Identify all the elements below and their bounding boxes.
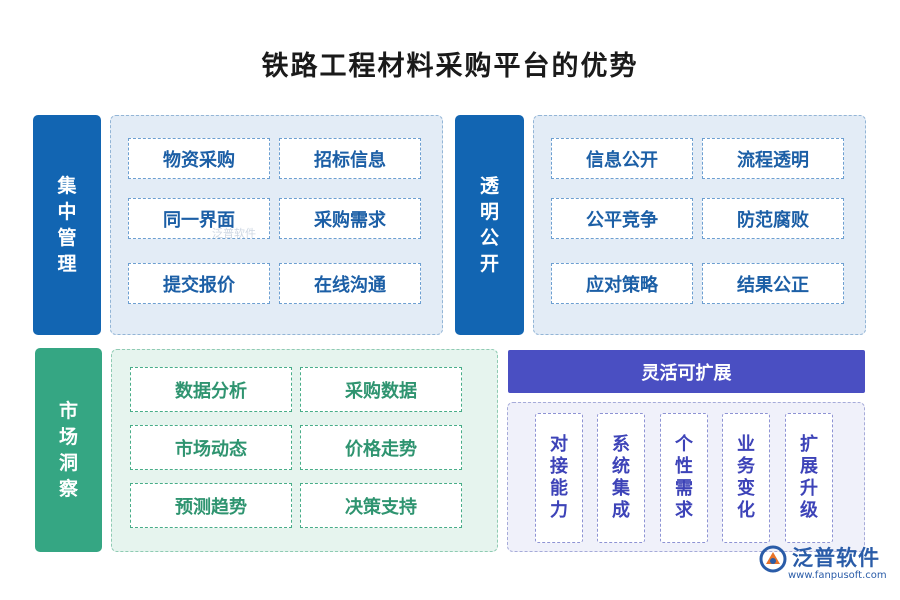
item-transparent-2: 流程透明	[702, 138, 844, 179]
logo-name: 泛普软件	[792, 546, 880, 570]
item-transparent-4: 防范腐败	[702, 198, 844, 239]
item-centralized-4: 采购需求	[279, 198, 421, 239]
item-market-2: 采购数据	[300, 367, 462, 412]
logo-icon	[759, 545, 787, 573]
item-transparent-3: 公平竞争	[551, 198, 693, 239]
section-label-centralized: 集中管理	[33, 115, 101, 335]
item-centralized-2: 招标信息	[279, 138, 421, 179]
watermark: 泛普软件	[212, 227, 256, 240]
item-centralized-3: 同一界面	[128, 198, 270, 239]
item-extensible-2: 系统集成	[597, 413, 645, 543]
logo-url: www.fanpusoft.com	[788, 570, 887, 581]
item-transparent-6: 结果公正	[702, 263, 844, 304]
item-market-4: 价格走势	[300, 425, 462, 470]
item-extensible-5: 扩展升级	[785, 413, 833, 543]
item-market-6: 决策支持	[300, 483, 462, 528]
item-extensible-3: 个性需求	[660, 413, 708, 543]
item-extensible-4: 业务变化	[722, 413, 770, 543]
section-label-extensible: 灵活可扩展	[508, 350, 865, 393]
item-transparent-5: 应对策略	[551, 263, 693, 304]
brand-logo: 泛普软件 www.fanpusoft.com	[758, 542, 888, 586]
item-transparent-1: 信息公开	[551, 138, 693, 179]
item-market-1: 数据分析	[130, 367, 292, 412]
item-market-3: 市场动态	[130, 425, 292, 470]
page-title: 铁路工程材料采购平台的优势	[261, 51, 639, 82]
item-extensible-1: 对接能力	[535, 413, 583, 543]
item-centralized-5: 提交报价	[128, 263, 270, 304]
section-label-transparent: 透明公开	[455, 115, 524, 335]
item-market-5: 预测趋势	[130, 483, 292, 528]
item-centralized-6: 在线沟通	[279, 263, 421, 304]
item-centralized-1: 物资采购	[128, 138, 270, 179]
section-label-market: 市场洞察	[35, 348, 102, 552]
